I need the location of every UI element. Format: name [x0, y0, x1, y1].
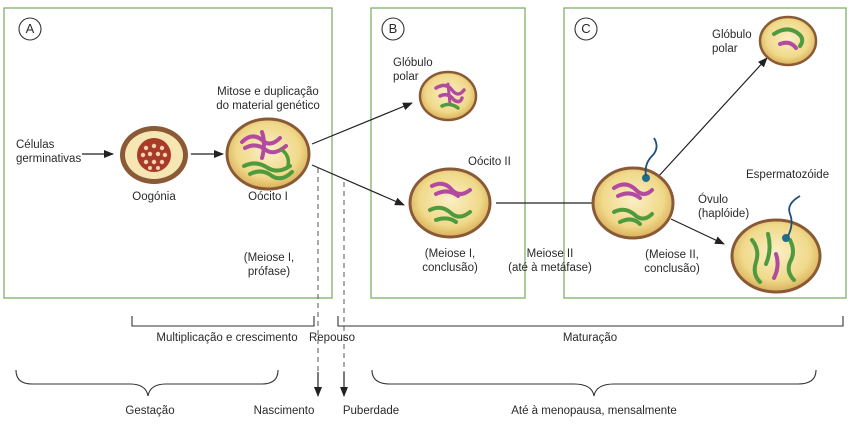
brace-gestacao: [15, 369, 279, 397]
panel-a-letter: A: [25, 21, 35, 36]
label-multiplicacao: Multiplicação e crescimento: [156, 332, 298, 344]
label-meiose2-conclusao-2: conclusão): [644, 263, 700, 275]
brace-menopausa: [371, 369, 817, 397]
arrow-to-ovulo: [670, 218, 725, 245]
arrow-oocito1-oocito2: [311, 164, 405, 206]
label-oocito2: Oócito II: [468, 156, 511, 168]
panel-a-box: [3, 7, 333, 299]
panel-c-letter: C: [581, 21, 591, 36]
bracket-maturacao: [337, 316, 844, 327]
label-ovulo-2: (haplóide): [698, 208, 750, 220]
label-globulo-b-2: polar: [393, 71, 419, 83]
panel-b-box: [370, 7, 526, 299]
globulo-polar-b-cell: [418, 70, 478, 122]
oogonia-cell: [120, 126, 188, 184]
label-nascimento: Nascimento: [253, 405, 315, 417]
label-mitose-2: do material genético: [216, 100, 320, 112]
bracket-multiplicacao: [131, 316, 315, 327]
label-celulas-2: germinativas: [16, 153, 82, 165]
label-celulas-1: Células: [16, 139, 55, 151]
panel-c-circle: [574, 17, 598, 41]
label-espermatozoide: Espermatozóide: [746, 169, 830, 181]
label-gestacao: Gestação: [125, 405, 175, 417]
label-meiose2-conclusao-1: (Meiose II,: [645, 249, 699, 261]
oocito-fertilization-cell: [591, 137, 675, 240]
label-meiose1-conclusao-1: (Meiose I,: [424, 248, 476, 260]
label-globulo-c-2: polar: [712, 43, 738, 55]
label-meiose1-profase-1: (Meiose I,: [243, 252, 295, 264]
arrow-oocito1-globulo: [311, 102, 413, 145]
label-ovulo-1: Óvulo: [698, 194, 729, 206]
arrow-to-globulo-c: [656, 57, 768, 179]
panel-a-circle: [18, 17, 42, 41]
label-globulo-c-1: Glóbulo: [712, 29, 752, 41]
label-menopausa: Até à menopausa, mensalmente: [511, 405, 677, 417]
ovulo-cell: [730, 195, 822, 294]
label-meiose2-1: Meiose II: [526, 248, 574, 260]
panel-b-circle: [381, 17, 405, 41]
label-globulo-b-1: Glóbulo: [393, 57, 433, 69]
oocito2-cell: [408, 167, 492, 239]
panel-c-box: [563, 7, 847, 299]
label-mitose-1: Mitose e duplicação: [217, 86, 319, 98]
label-meiose1-conclusao-2: conclusão): [422, 262, 478, 274]
label-meiose1-profase-2: prófase): [247, 266, 291, 278]
label-puberdade: Puberdade: [342, 405, 400, 417]
panel-b-letter: B: [388, 21, 398, 36]
label-meiose2-2: (até à metáfase): [508, 262, 592, 274]
oocito1-cell: [225, 117, 311, 191]
label-repouso: Repouso: [308, 332, 356, 344]
label-maturacao: Maturação: [562, 332, 618, 344]
label-oocito1: Oócito I: [248, 191, 288, 203]
label-oogonia: Oogónia: [132, 191, 176, 203]
globulo-polar-c-cell: [758, 15, 818, 67]
